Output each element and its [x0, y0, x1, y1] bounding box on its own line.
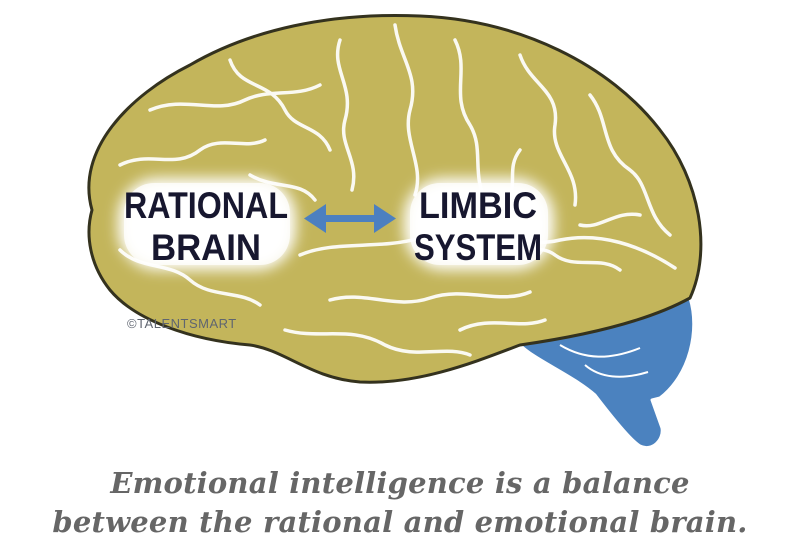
- limbic-label-line-2: SYSTEM: [414, 227, 542, 268]
- double-headed-arrow-icon: [304, 204, 396, 233]
- rational-label-line-2: BRAIN: [151, 227, 261, 268]
- cerebrum: [87, 14, 703, 384]
- caption-line-2: between the rational and emotional brain…: [52, 505, 748, 539]
- talentsmart-watermark: ©TALENTSMART: [127, 316, 237, 331]
- rational-label-line-1: RATIONAL: [124, 185, 288, 226]
- caption-line-1: Emotional intelligence is a balance: [110, 466, 690, 500]
- limbic-label-line-1: LIMBIC: [419, 185, 537, 226]
